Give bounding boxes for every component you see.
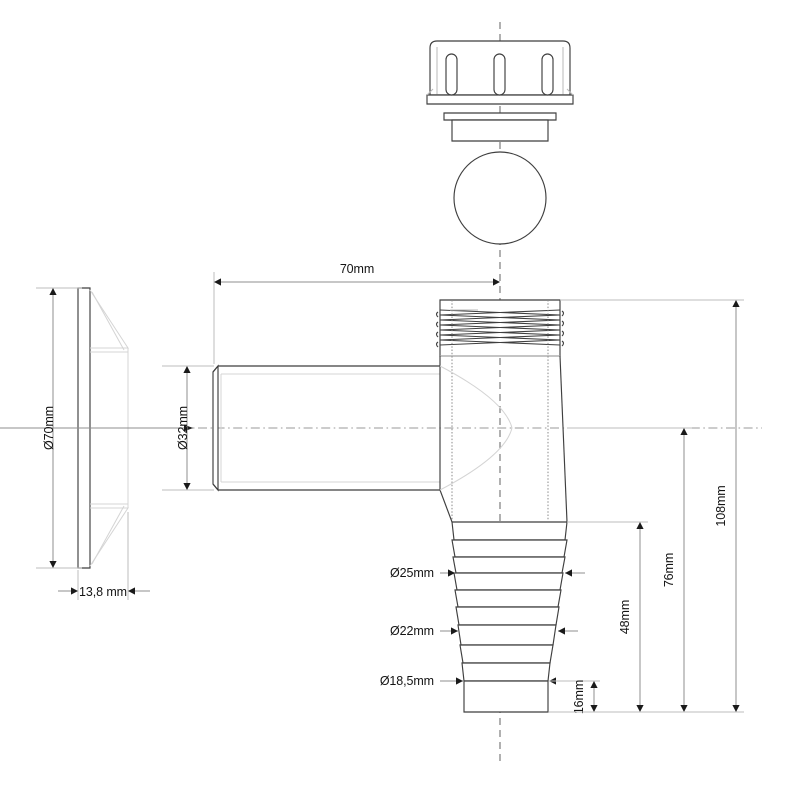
dimension-label-tube-diameter: Ø32mm <box>176 406 190 450</box>
dimension-label-tube-length: 70mm <box>340 262 374 276</box>
dimension-label-flange-thickness: 13,8 mm <box>79 585 127 599</box>
threaded-neck <box>435 299 565 357</box>
dimension-label-barb-step-2: Ø22mm <box>390 624 434 638</box>
dimension-label-flange-diameter: Ø70mm <box>42 406 56 450</box>
thread-turns <box>435 309 565 348</box>
dimension-tube-length: 70mm <box>213 262 500 364</box>
gasket-circle-view <box>453 151 547 245</box>
dimension-label-end-step-height: 16mm <box>572 680 586 714</box>
dimension-flange-thickness: 13,8 mm <box>58 512 150 600</box>
stepped-hose-barb <box>451 521 568 713</box>
dimension-overall-height: 108mm <box>549 299 744 713</box>
dimension-barb-step-2: Ø22mm <box>390 624 578 638</box>
cap-view <box>426 40 574 105</box>
dimension-flange-diameter: Ø70mm <box>0 287 193 569</box>
dimension-label-barb-step-3: Ø18,5mm <box>380 674 434 688</box>
dimension-label-centerline-to-bottom: 76mm <box>662 553 676 587</box>
dimension-tube-diameter: Ø32mm <box>162 365 214 491</box>
seal-washer-view <box>443 112 557 142</box>
dimension-barb-step-1: Ø25mm <box>390 566 585 580</box>
cap-grip-slots <box>445 53 554 96</box>
dimension-label-overall-height: 108mm <box>714 485 728 526</box>
dimension-label-barb-length: 48mm <box>618 600 632 634</box>
dimension-label-barb-step-1: Ø25mm <box>390 566 434 580</box>
horizontal-tube <box>212 364 440 492</box>
